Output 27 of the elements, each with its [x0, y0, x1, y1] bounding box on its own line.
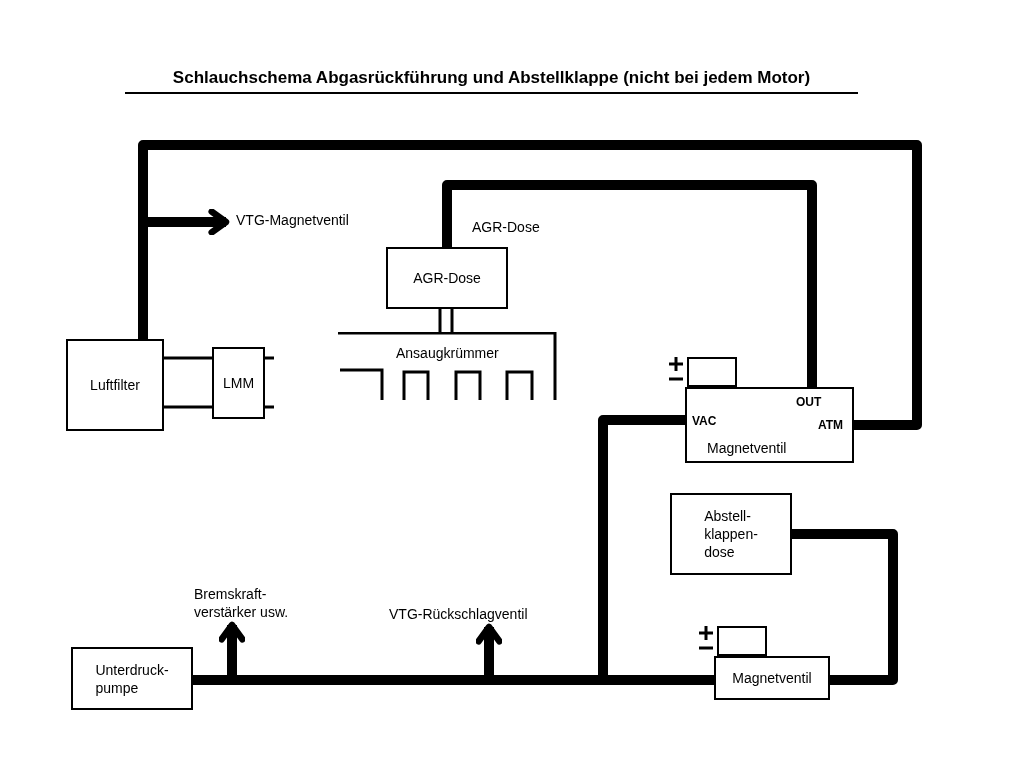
component-label: Bremskraft- verstärker usw. [194, 585, 319, 625]
port-label: ATM [818, 418, 844, 432]
component-box [386, 247, 508, 309]
component-box [714, 656, 830, 700]
title: Schlauchschema Abgasrückführung und Abstellklappe (nicht bei jedem Motor) [125, 68, 858, 94]
hose-label: AGR-Dose [472, 218, 540, 236]
box-label: LMM [222, 374, 255, 392]
port-label: OUT [796, 395, 822, 409]
box-label: Luftfilter [90, 376, 140, 394]
component-box [670, 493, 792, 575]
port-label: VAC [692, 414, 717, 428]
component-box [212, 347, 265, 419]
hose-line [442, 180, 817, 387]
box-label: Abstell- klappen- dose [704, 507, 758, 561]
box-label: Magnetventil [707, 439, 787, 457]
component-box [66, 339, 164, 431]
hose-line [792, 529, 898, 685]
pipe-line [438, 307, 454, 334]
box-label: Magnetventil [732, 669, 812, 687]
manifold-label: Ansaugkrümmer [396, 344, 499, 362]
component-label: VTG-Magnetventil [236, 211, 349, 233]
valve-box [685, 387, 854, 463]
component-label: VTG-Rückschlagventil [389, 605, 528, 627]
hose-line [138, 140, 922, 430]
box-label: Unterdruck- pumpe [95, 660, 169, 697]
box-label: AGR-Dose [413, 269, 481, 287]
component-box [71, 647, 193, 710]
